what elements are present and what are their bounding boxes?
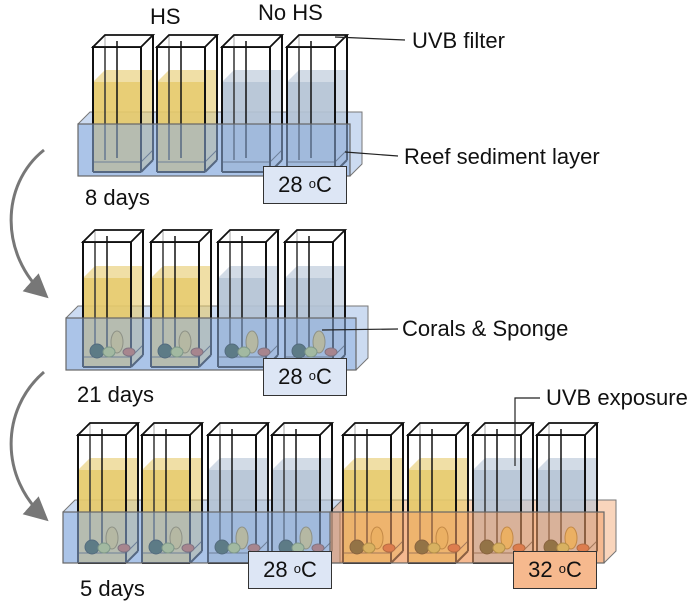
uvb-filter-lid [284, 34, 350, 48]
callout-sediment: Reef sediment layer [404, 144, 600, 169]
uvb-filter-lid [340, 422, 406, 436]
uvb-filter-lid [215, 229, 281, 243]
temp-unit: C [565, 557, 582, 582]
uvb-filter-lid [205, 422, 271, 436]
duration-phase1: 8 days [85, 185, 150, 210]
duration-phase3: 5 days [80, 576, 145, 601]
temp-value: 32 [528, 557, 553, 582]
uvb-filter-lid [154, 34, 220, 48]
leader-sediment [344, 151, 399, 157]
leader-corals [321, 328, 399, 331]
uvb-filter-lid [470, 422, 536, 436]
temp-degree: o [308, 175, 316, 191]
temp-degree: o [293, 560, 301, 576]
callout-uvb-filter: UVB filter [412, 28, 505, 53]
temp-value: 28 [278, 172, 303, 197]
temp-value: 28 [278, 364, 303, 389]
temp-value: 28 [263, 557, 288, 582]
temp-unit: C [315, 364, 332, 389]
leader-uvb-filter [334, 36, 406, 41]
leader-uvb-exposure [514, 397, 540, 466]
uvb-filter-lid [80, 229, 146, 243]
duration-phase2: 21 days [77, 382, 155, 407]
uvb-filter-lid [282, 229, 348, 243]
uvb-filter-lid [148, 229, 214, 243]
temp-unit: C [300, 557, 317, 582]
arrow-phase2-to-3 [9, 370, 49, 522]
uvb-filter-lid [405, 422, 471, 436]
arrow-phase1-to-2 [9, 148, 49, 299]
uvb-filter-lid [75, 422, 141, 436]
uvb-filter-lid [534, 422, 600, 436]
uvb-filter-lid [269, 422, 335, 436]
temp-unit: C [315, 172, 332, 197]
callout-corals: Corals & Sponge [402, 316, 569, 341]
uvb-filter-lid [139, 422, 205, 436]
group-label-hs: HS [150, 4, 181, 29]
uvb-filter-lid [219, 34, 285, 48]
temp-degree: o [308, 367, 316, 383]
callout-uvb-exposure: UVB exposure [546, 385, 688, 410]
uvb-filter-lid [90, 34, 156, 48]
group-label-no-hs: No HS [258, 0, 323, 25]
temp-degree: o [558, 560, 566, 576]
